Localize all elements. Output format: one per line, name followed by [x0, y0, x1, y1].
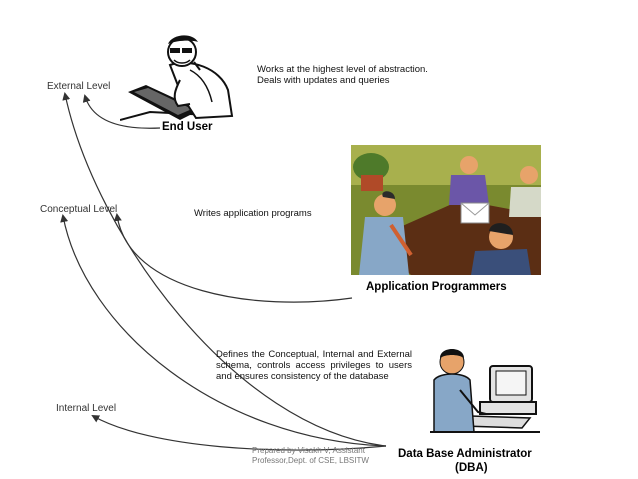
arrow-dba-to-internal — [91, 415, 387, 451]
arrow-dba-to-conceptual — [60, 214, 387, 447]
dba-description: Defines the Conceptual, Internal and Ext… — [216, 349, 412, 382]
arrow-programmers-to-conceptual — [113, 213, 353, 303]
arrow-dba-to-external — [62, 92, 387, 447]
arrow-end-user-to-external — [82, 94, 161, 129]
end-user-description-line2: Deals with updates and queries — [257, 75, 390, 86]
external-level-label: External Level — [47, 81, 111, 92]
app-programmers-description: Writes application programs — [194, 208, 312, 219]
dba-title-line2: (DBA) — [455, 462, 488, 474]
dba-illustration — [430, 349, 540, 433]
credit-line1: Prepared by Visakh V, Assistant — [252, 446, 365, 455]
app-programmers-title: Application Programmers — [366, 281, 507, 293]
internal-level-label: Internal Level — [56, 403, 117, 414]
end-user-description-line1: Works at the highest level of abstractio… — [257, 64, 428, 75]
conceptual-level-label: Conceptual Level — [40, 204, 118, 215]
application-programmers-illustration — [351, 145, 541, 275]
credit-text: Prepared by Visakh V, Assistant Professo… — [252, 446, 392, 466]
dba-title-line1: Data Base Administrator — [398, 448, 532, 460]
credit-line2: Professor,Dept. of CSE, LBSITW — [252, 456, 369, 465]
end-user-title: End User — [162, 121, 213, 133]
end-user-illustration — [120, 35, 234, 121]
